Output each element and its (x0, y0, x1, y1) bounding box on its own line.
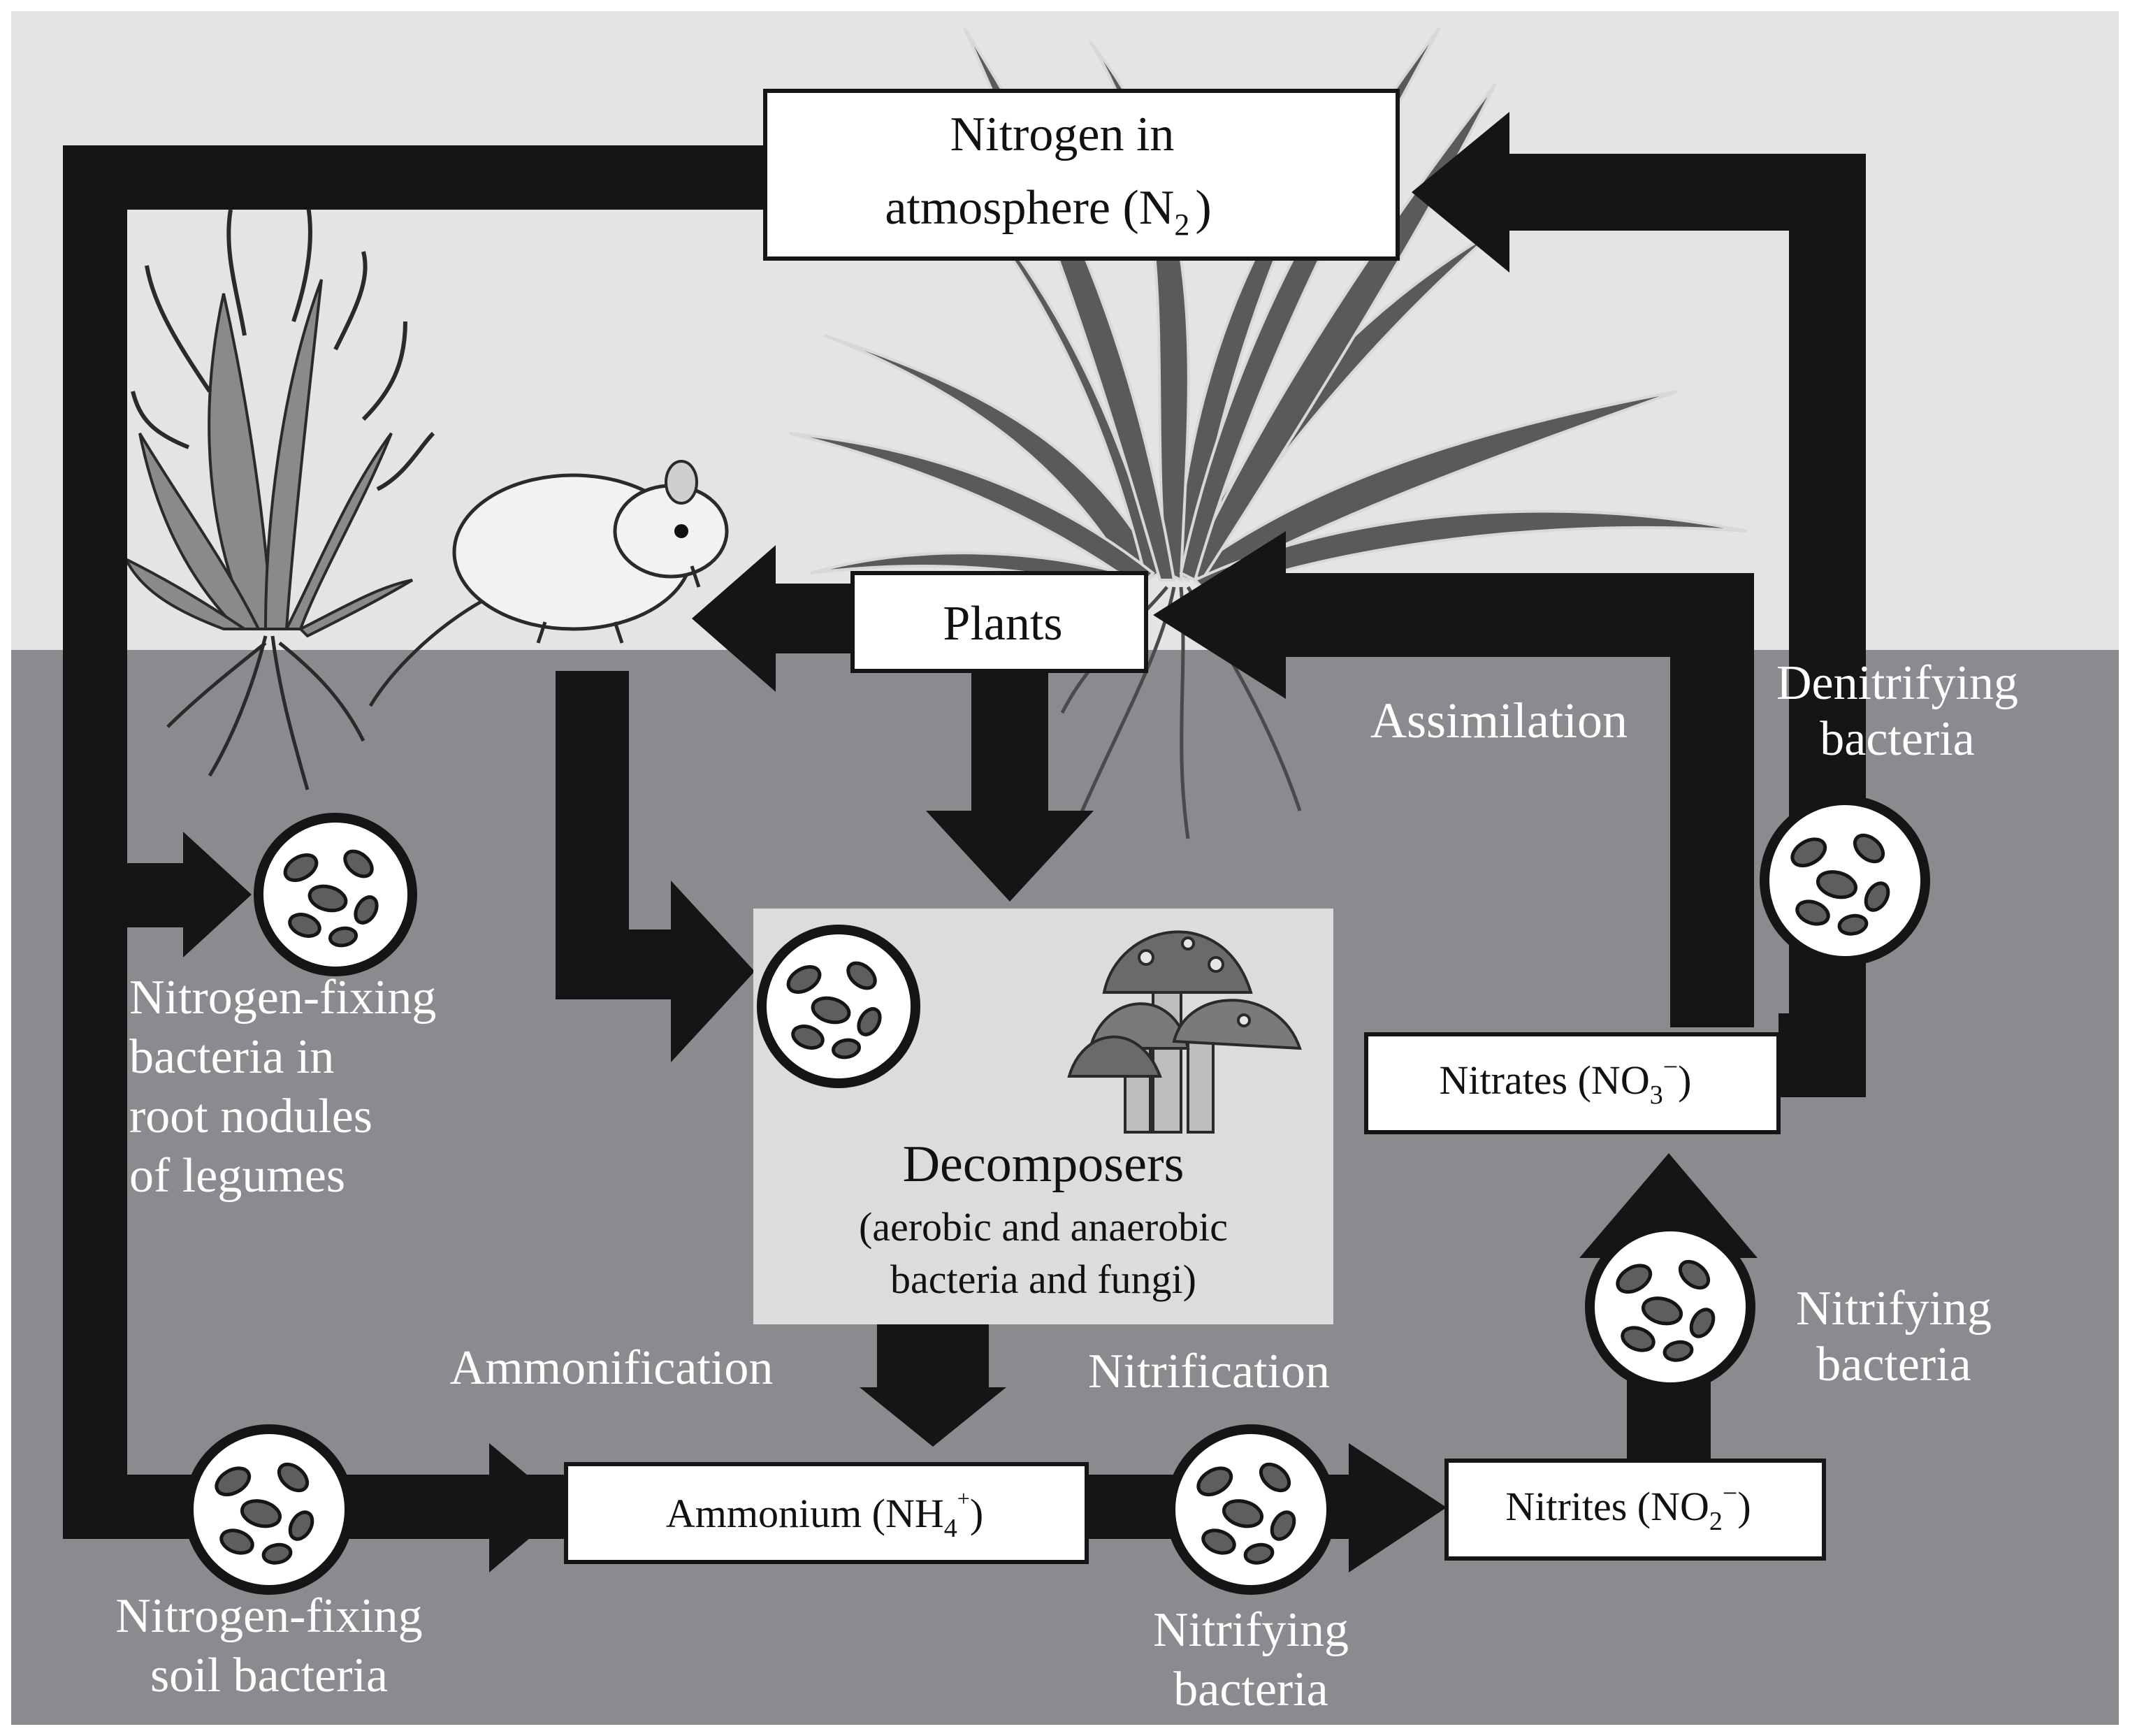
bacteria-icon-decomposer (757, 925, 920, 1088)
nitrites-label: Nitrites (NO2−) (1505, 1479, 1751, 1536)
nf-legumes-label-4: of legumes (129, 1149, 345, 1203)
nitrites-box: Nitrites (NO2−) (1444, 1459, 1826, 1561)
decomposers-line-2: bacteria and fungi) (890, 1257, 1196, 1302)
nitrifying-bottom-label-1: Nitrifying (1153, 1603, 1349, 1657)
nf-soil-label-1: Nitrogen-fixing (115, 1589, 422, 1643)
denitrifying-label-1: Denitrifying (1776, 656, 2018, 710)
legume-plant-illustration (122, 279, 414, 638)
atmosphere-line-1: Nitrogen in (950, 108, 1175, 161)
process-labels: Assimilation Denitrifying bacteria Nitro… (115, 656, 2018, 1716)
bacteria-icon-nitrifying-bottom (1166, 1424, 1336, 1595)
bacteria-icon-legume-nodule (254, 813, 417, 976)
plants-box: Plants (850, 571, 1148, 673)
nitrifying-bottom-label-2: bacteria (1173, 1663, 1328, 1716)
mushroom-illustration (1067, 930, 1302, 1134)
denitrifying-label-2: bacteria (1820, 712, 1974, 766)
nf-soil-label-2: soil bacteria (150, 1649, 388, 1702)
atmosphere-line-2: atmosphere (N2) (885, 181, 1211, 242)
nf-legumes-label-1: Nitrogen-fixing (129, 971, 436, 1025)
decomposers-title: Decomposers (903, 1136, 1184, 1193)
nitrates-label: Nitrates (NO3−) (1440, 1053, 1692, 1110)
mouse-illustration (368, 460, 729, 707)
plants-label: Plants (943, 597, 1062, 651)
nitrifying-right-label-2: bacteria (1816, 1338, 1971, 1391)
decomposers-line-1: (aerobic and anaerobic (859, 1204, 1228, 1250)
nf-legumes-label-3: root nodules (129, 1090, 372, 1143)
plant-illustration (789, 27, 1748, 596)
legume-roots (166, 635, 365, 790)
ammonium-label: Ammonium (NH4+) (666, 1486, 983, 1543)
ammonium-box: Ammonium (NH4+) (564, 1462, 1089, 1564)
nitrification-label: Nitrification (1088, 1345, 1330, 1398)
bacteria-icon-nitrifying-right (1585, 1222, 1755, 1392)
nitrifying-right-label-1: Nitrifying (1796, 1282, 1992, 1336)
legume-tendrils (131, 202, 435, 491)
assimilation-label: Assimilation (1370, 693, 1628, 748)
bacteria-icon-denitrifying (1760, 795, 1930, 966)
nitrates-box: Nitrates (NO3−) (1364, 1032, 1781, 1134)
bacteria-circles (184, 795, 1930, 1595)
bacteria-icon-nf-soil (184, 1424, 354, 1595)
ammonification-label: Ammonification (450, 1341, 774, 1395)
atmosphere-box: Nitrogen in atmosphere (N2) (763, 89, 1400, 261)
nf-legumes-label-2: bacteria in (129, 1030, 334, 1084)
